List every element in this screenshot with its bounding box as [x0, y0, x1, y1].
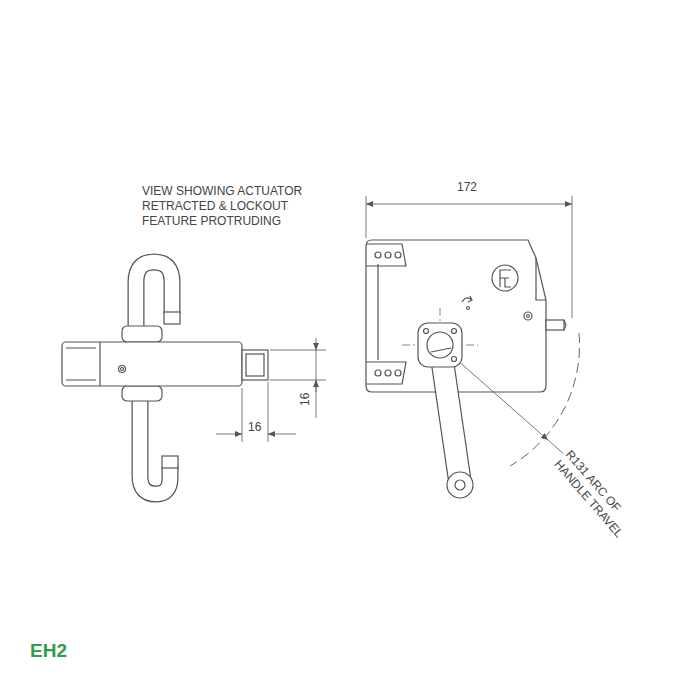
- radius-note: R131 ARC OF HANDLE TRAVEL: [549, 446, 640, 544]
- dimension-label: 172: [455, 180, 479, 195]
- figure-caption: EH2: [30, 640, 67, 662]
- dimension-label: 16: [246, 420, 263, 435]
- view-note: VIEW SHOWING ACTUATOR RETRACTED & LOCKOU…: [140, 184, 324, 229]
- dimension-label: 16: [298, 391, 313, 408]
